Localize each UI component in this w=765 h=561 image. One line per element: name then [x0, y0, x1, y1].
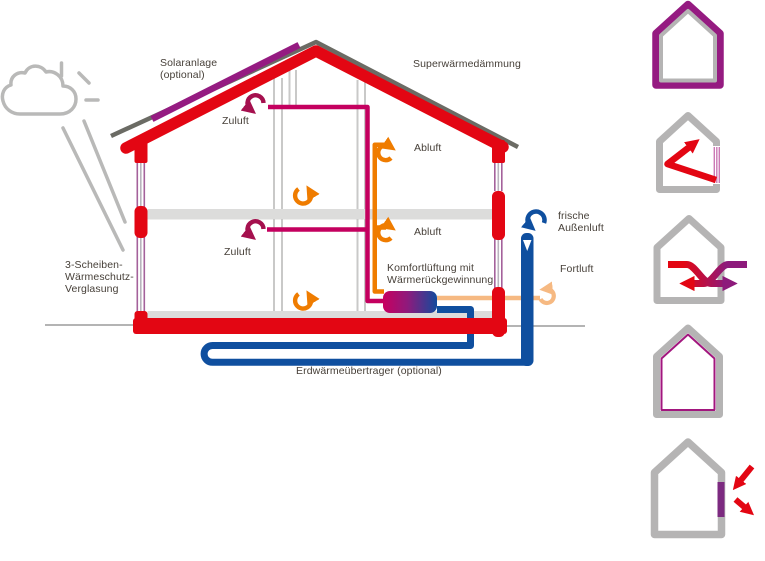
label-ventilation-unit: Komfortlüftung mit Wärmerückgewinnung: [387, 262, 494, 286]
label-supply-air-upper: Zuluft: [222, 115, 249, 127]
supply-air-arrows: [240, 93, 266, 240]
house-envelope-icon: [652, 0, 724, 89]
sun-ray-long-2: [82, 119, 127, 224]
left-wall: [134, 141, 148, 333]
roof: [110, 39, 520, 154]
label-triple-glazing: 3-Scheiben- Wärmeschutz- Verglasung: [65, 259, 134, 295]
right-wall: [492, 140, 505, 337]
triple-glazing-window-right: [494, 162, 503, 289]
roof-insulation: [120, 45, 509, 154]
label-extract-air-upper: Abluft: [414, 142, 442, 154]
triple-glazing-window-left: [136, 161, 146, 312]
supply-air-duct: [267, 104, 383, 304]
base-slab-insulation: [133, 318, 507, 334]
ground-line: [45, 324, 585, 327]
heat-recovery-exchange-icon: [653, 215, 747, 304]
floor-slabs: [147, 209, 493, 319]
icon-heat-reflect-arrow: [733, 497, 755, 516]
label-super-insulation: Superwärmedämmung: [413, 58, 521, 70]
airtight-envelope-icon: [653, 324, 723, 418]
label-supply-air-lower: Zuluft: [224, 246, 251, 258]
extract-air-arrows: [376, 136, 396, 243]
intake-direction-triangle: [523, 240, 532, 251]
label-fresh-outside-air: frische Außenluft: [558, 210, 604, 234]
label-exhaust-air: Fortluft: [560, 263, 594, 275]
label-extract-air-lower: Abluft: [414, 226, 442, 238]
solar-panel-band: [150, 42, 301, 122]
fresh-air-intake: [520, 209, 547, 366]
interior-wall-studs: [273, 70, 366, 311]
label-solar-system: Solaranlage (optional): [160, 57, 218, 81]
sun-cloud-icon: [0, 61, 127, 252]
exhaust-air-arrow: [538, 281, 556, 305]
room-air-circulation-arrows: [292, 185, 320, 311]
icon-heat-hit-arrow: [732, 464, 755, 491]
icon-solar-gain-arrow: [664, 139, 718, 184]
label-ground-heat-exchanger: Erdwärmeübertrager (optional): [296, 365, 442, 377]
triple-glazing-reflection-icon: [650, 438, 755, 539]
sun-ray-long-1: [61, 126, 125, 252]
heat-recovery-unit: [383, 291, 437, 313]
icon-exchange-arrow-in: [679, 261, 747, 292]
ground-heat-exchanger-pipe: [200, 306, 529, 366]
icon-glazing-strip: [717, 482, 725, 517]
fresh-air-arrow: [520, 209, 547, 231]
solar-gain-window-icon: [656, 112, 721, 193]
